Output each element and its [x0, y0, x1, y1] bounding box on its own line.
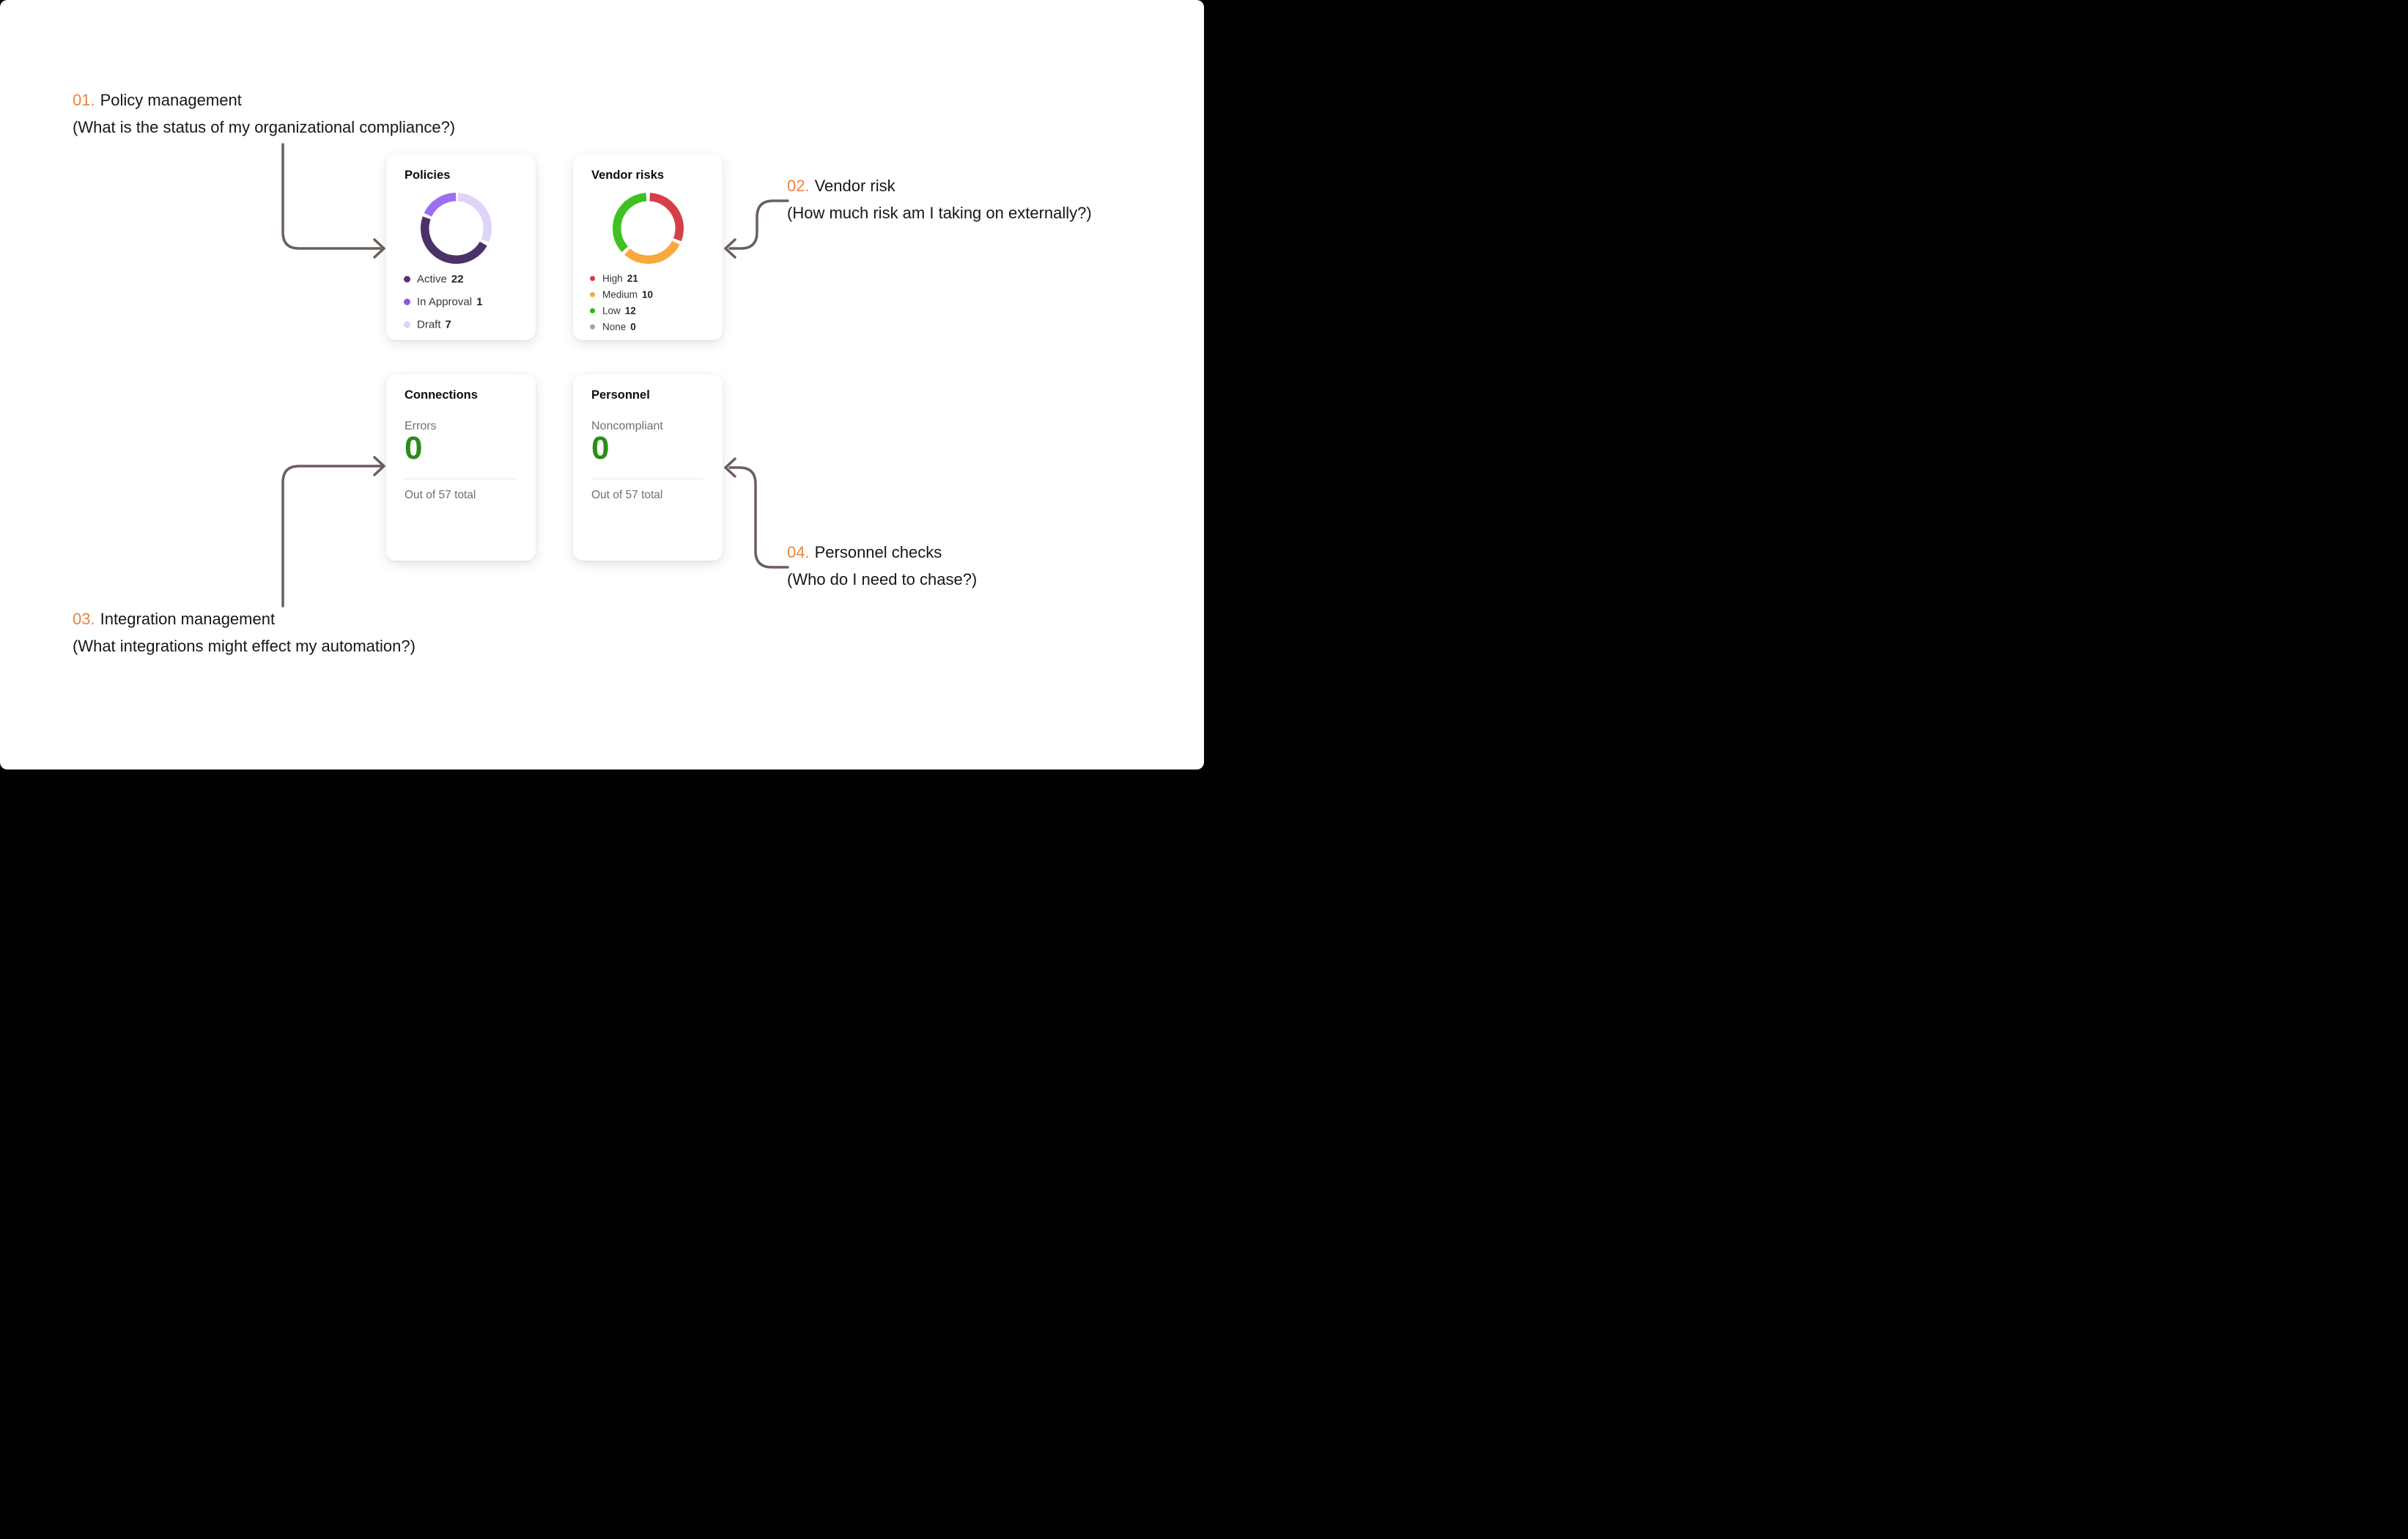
legend-item-draft: Draft 7 [404, 319, 451, 331]
annotation-number: 01. [73, 91, 95, 109]
annotation-title: Vendor risk [814, 177, 895, 195]
personnel-metric-value: 0 [591, 430, 610, 466]
legend-value: 0 [630, 321, 636, 333]
donut-segment-high [613, 193, 684, 264]
legend-value: 10 [642, 289, 654, 300]
donut-segment-active [421, 193, 492, 264]
annotation-policy-management: 01. Policy management (What is the status… [73, 90, 455, 138]
annotation-title-line: 04.Personnel checks [787, 542, 977, 563]
legend-item-low: Low 12 [590, 306, 636, 317]
arrow-03-to-connections [281, 456, 385, 608]
annotation-title: Personnel checks [814, 543, 942, 561]
connections-metric-value: 0 [405, 430, 423, 466]
arrow-01-to-policies [281, 143, 385, 259]
annotation-number: 04. [787, 543, 810, 561]
legend-value: 22 [451, 273, 464, 286]
legend-dot-low [590, 308, 595, 314]
legend-label: In Approval [417, 295, 473, 309]
annotation-number: 02. [787, 177, 810, 195]
donut-segment-medium [613, 193, 684, 264]
annotation-personnel-checks: 04.Personnel checks (Who do I need to ch… [787, 542, 977, 590]
legend-label: None [602, 321, 627, 333]
vendor-risks-donut-chart [613, 193, 684, 264]
annotation-title-line: 02.Vendor risk [787, 176, 1092, 196]
annotation-title-line: 03. Integration management [73, 609, 416, 630]
legend-item-medium: Medium 10 [590, 289, 653, 300]
legend-value: 7 [445, 318, 451, 331]
legend-item-in-approval: In Approval 1 [404, 296, 482, 309]
annotation-vendor-risk: 02.Vendor risk (How much risk am I takin… [787, 176, 1092, 224]
legend-label: Low [602, 305, 621, 317]
personnel-footnote: Out of 57 total [591, 489, 663, 501]
donut-segment-low [613, 193, 684, 264]
policies-card-title: Policies [405, 169, 451, 182]
legend-label: Active [417, 273, 447, 286]
legend-item-none: None 0 [590, 322, 636, 333]
vendor-risks-card: Vendor risks High 21 Medium 10 Low 12 No… [573, 155, 723, 340]
legend-value: 21 [627, 273, 638, 284]
annotation-title: Integration management [100, 610, 276, 628]
connections-card: Connections Errors 0 Out of 57 total [386, 374, 536, 561]
legend-item-high: High 21 [590, 273, 638, 284]
arrow-02-to-vendor-risks [724, 199, 789, 259]
legend-value: 1 [476, 295, 483, 309]
connections-card-title: Connections [405, 388, 478, 402]
legend-label: High [602, 273, 623, 284]
legend-value: 12 [624, 305, 636, 317]
policies-card: Policies Active 22 In Approval 1 Draft 7 [386, 155, 536, 340]
legend-dot-high [590, 276, 595, 281]
annotation-title-line: 01. Policy management [73, 90, 455, 111]
legend-dot-in-approval [404, 298, 410, 306]
arrow-04-to-personnel [724, 457, 789, 569]
annotation-question: (What is the status of my organizational… [73, 118, 456, 136]
legend-dot-draft [404, 321, 410, 328]
legend-dot-medium [590, 292, 595, 298]
annotation-question: (How much risk am I taking on externally… [787, 204, 1092, 222]
vendor-risks-card-title: Vendor risks [591, 169, 665, 182]
annotation-question: (Who do I need to chase?) [787, 570, 978, 588]
annotation-question: (What integrations might effect my autom… [73, 637, 416, 655]
personnel-card: Personnel Noncompliant 0 Out of 57 total [573, 374, 723, 561]
connections-metric-label: Errors [405, 420, 437, 432]
connections-footnote: Out of 57 total [405, 489, 476, 501]
legend-item-active: Active 22 [404, 273, 464, 286]
infographic-canvas: 01. Policy management (What is the status… [0, 0, 1204, 770]
legend-dot-none [590, 324, 595, 330]
annotation-integration-management: 03. Integration management (What integrat… [73, 609, 416, 657]
annotation-title: Policy management [100, 91, 242, 109]
personnel-card-title: Personnel [591, 388, 650, 402]
legend-label: Medium [602, 289, 638, 300]
policies-donut-chart [421, 193, 492, 264]
legend-label: Draft [417, 318, 441, 331]
personnel-metric-label: Noncompliant [591, 420, 663, 432]
legend-dot-active [404, 276, 410, 283]
annotation-number: 03. [73, 610, 95, 628]
donut-segment-draft [421, 193, 492, 264]
